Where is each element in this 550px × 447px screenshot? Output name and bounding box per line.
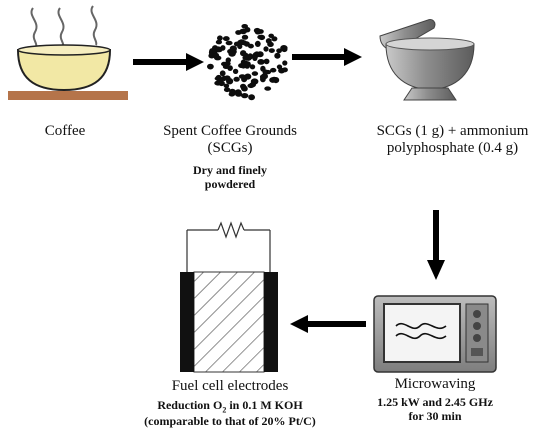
coffee-ground-particle	[268, 48, 275, 53]
coffee-ground-particle	[280, 45, 288, 51]
coffee-ground-particle	[240, 62, 246, 69]
coffee-ground-particle	[241, 24, 248, 29]
fuel-cell-note: Reduction O2 in 0.1 M KOH (comparable to…	[108, 398, 352, 428]
coffee-ground-particle	[238, 39, 246, 46]
coffee-ground-particle	[223, 87, 231, 93]
coffee-ground-particle	[219, 70, 226, 77]
coffee-ground-particle	[238, 74, 246, 79]
coffee-ground-particle	[235, 30, 242, 35]
fuel-cell-label: Fuel cell electrodes	[171, 378, 289, 394]
scg-label-line1: Spent Coffee Grounds	[163, 123, 297, 139]
microwave-note-line1: 1.25 kW and 2.45 GHz	[377, 395, 493, 409]
coffee-ground-particle	[222, 64, 230, 69]
coffee-ground-particle	[271, 36, 278, 42]
coffee-ground-particle	[213, 52, 220, 59]
coffee-ground-particle	[225, 40, 233, 46]
coffee-ground-particle	[217, 35, 223, 41]
coffee-ground-particle	[207, 63, 214, 70]
fuel-cell-note-pre: Reduction O	[157, 398, 223, 412]
scg-note: Dry and finely powdered	[165, 163, 295, 192]
microwave-icon	[373, 295, 497, 373]
microwave-note-line2: for 30 min	[408, 408, 462, 423]
coffee-ground-particle	[218, 80, 225, 87]
mix-label-line2: polyphosphate (0.4 g)	[386, 140, 519, 157]
coffee-ground-particle	[222, 36, 230, 42]
arrow-scg-to-mix	[292, 48, 362, 66]
coffee-ground-particle	[241, 34, 249, 40]
coffee-ground-particle	[274, 52, 281, 59]
coffee-ground-particle	[215, 39, 222, 45]
coffee-ground-particle	[249, 64, 256, 70]
fuel-cell-note-line1: Reduction O2 in 0.1 M KOH	[108, 398, 352, 415]
coffee-ground-particle	[229, 45, 237, 52]
coffee-ground-particle	[259, 74, 266, 80]
scg-label-line2: (SCGs)	[207, 140, 253, 157]
coffee-ground-particle	[252, 54, 258, 61]
coffee-ground-particle	[215, 46, 222, 53]
coffee-ground-particle	[223, 75, 231, 81]
coffee-ground-particle	[225, 57, 231, 63]
coffee-ground-particle	[249, 82, 256, 88]
scg-label: Spent Coffee Grounds (SCGs)	[150, 123, 310, 158]
coffee-ground-particle	[232, 68, 239, 74]
coffee-ground-particle	[223, 83, 230, 89]
coffee-ground-particle	[253, 27, 261, 34]
coffee-ground-particle	[244, 73, 252, 80]
coffee-ground-particle	[254, 40, 261, 48]
coffee-ground-particle	[241, 93, 249, 99]
mix-label: SCGs (1 g) + ammonium polyphosphate (0.4…	[355, 123, 550, 158]
arrow-coffee-to-scg	[133, 53, 204, 71]
microwave-note: 1.25 kW and 2.45 GHz for 30 min	[340, 395, 530, 424]
coffee-ground-particle	[257, 59, 265, 65]
fuel-cell-note-post: in 0.1 M KOH	[226, 398, 303, 412]
coffee-grounds-icon	[207, 24, 288, 101]
arrow-microwave-to-fuel-cell	[290, 315, 366, 333]
coffee-ground-particle	[233, 41, 240, 47]
coffee-ground-particle	[269, 77, 277, 83]
coffee-ground-particle	[251, 71, 259, 76]
coffee-ground-particle	[247, 43, 254, 49]
coffee-ground-particle	[240, 50, 247, 57]
coffee-ground-particle	[242, 55, 249, 60]
coffee-ground-particle	[234, 89, 242, 96]
coffee-ground-particle	[281, 67, 288, 73]
mortar-pestle-icon	[379, 19, 475, 101]
mix-label-line1: SCGs (1 g) + ammonium	[376, 123, 529, 139]
fuel-cell-note-sub: 2	[222, 405, 227, 415]
coffee-ground-particle	[248, 94, 256, 101]
coffee-ground-particle	[276, 48, 282, 54]
scg-note-line2: powdered	[204, 176, 256, 191]
coffee-ground-particle	[228, 50, 236, 57]
fuel-cell-icon	[180, 221, 278, 373]
coffee-ground-particle	[215, 74, 222, 82]
coffee-ground-particle	[263, 46, 269, 52]
coffee-ground-particle	[264, 86, 272, 91]
coffee-ground-particle	[242, 85, 248, 92]
fuel-cell-note-line2: (comparable to that of 20% Pt/C)	[144, 413, 316, 428]
coffee-ground-particle	[263, 58, 270, 65]
coffee-ground-particle	[260, 65, 266, 72]
coffee-ground-particle	[233, 76, 240, 82]
coffee-ground-particle	[265, 38, 272, 44]
coffee-ground-particle	[229, 90, 237, 95]
coffee-label: Coffee	[44, 123, 86, 139]
coffee-ground-particle	[257, 34, 265, 40]
coffee-ground-particle	[270, 67, 277, 73]
coffee-ground-particle	[254, 51, 260, 56]
coffee-ground-particle	[282, 60, 288, 66]
arrow-mix-to-microwave	[427, 210, 445, 280]
microwave-label: Microwaving	[394, 376, 476, 392]
coffee-bowl-icon	[8, 5, 128, 100]
scg-note-line1: Dry and finely	[192, 163, 267, 177]
